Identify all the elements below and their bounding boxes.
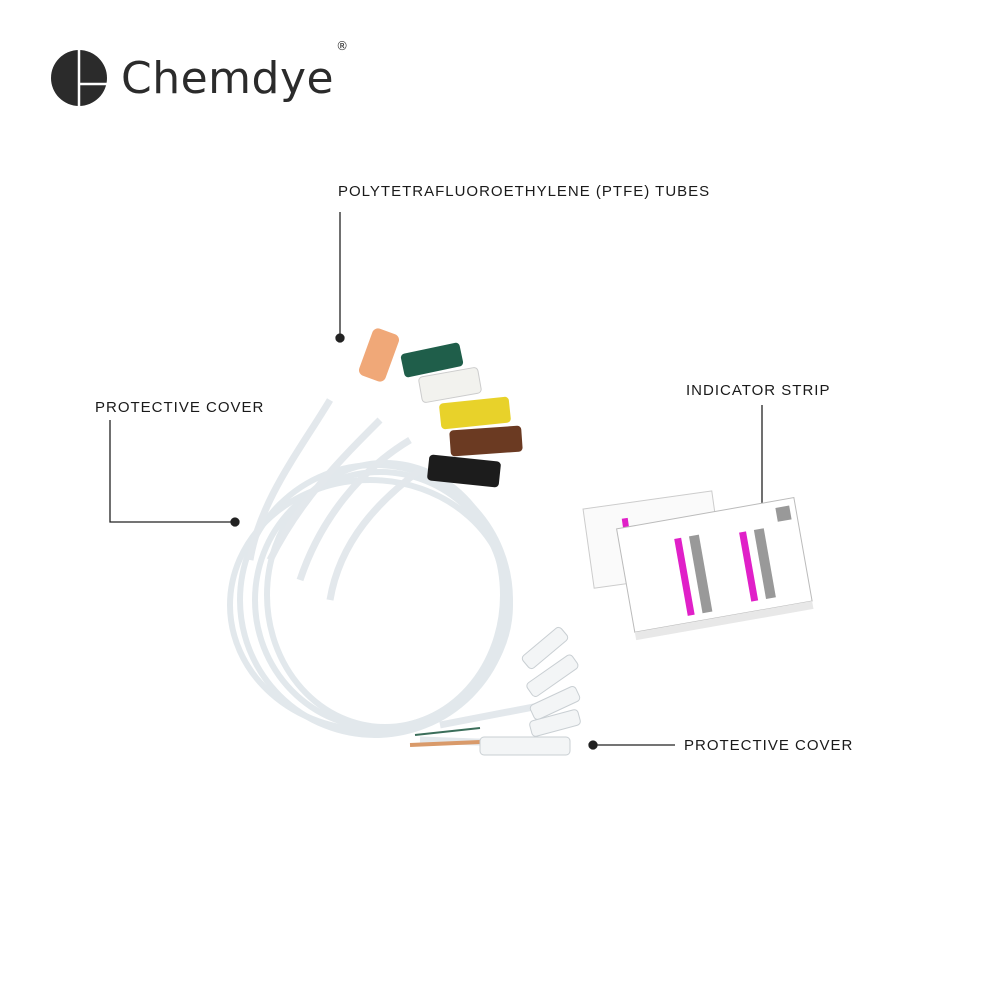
logo-mark-icon <box>51 50 107 106</box>
connector-black <box>427 454 501 488</box>
callout-protective-cover-right: PROTECTIVE COVER <box>684 737 854 754</box>
connector-green <box>400 342 464 378</box>
tube-coil <box>227 460 513 738</box>
indicator-strip-front <box>616 497 814 641</box>
callout-protective-cover-left: PROTECTIVE COVER <box>95 399 265 416</box>
callout-indicator-strip: INDICATOR STRIP <box>686 382 831 399</box>
tube-leads <box>246 398 571 749</box>
connector-white <box>418 367 482 403</box>
end-covers <box>479 626 581 756</box>
brand-name: Chemdye® <box>121 38 349 104</box>
connector-orange <box>358 328 400 382</box>
brand-logo: Chemdye® <box>51 38 349 106</box>
connector-brown <box>449 425 523 457</box>
connector-yellow <box>439 396 511 430</box>
callout-ptfe-tubes: POLYTETRAFLUOROETHYLENE (PTFE) TUBES <box>338 183 711 200</box>
tube-connectors <box>358 328 523 488</box>
